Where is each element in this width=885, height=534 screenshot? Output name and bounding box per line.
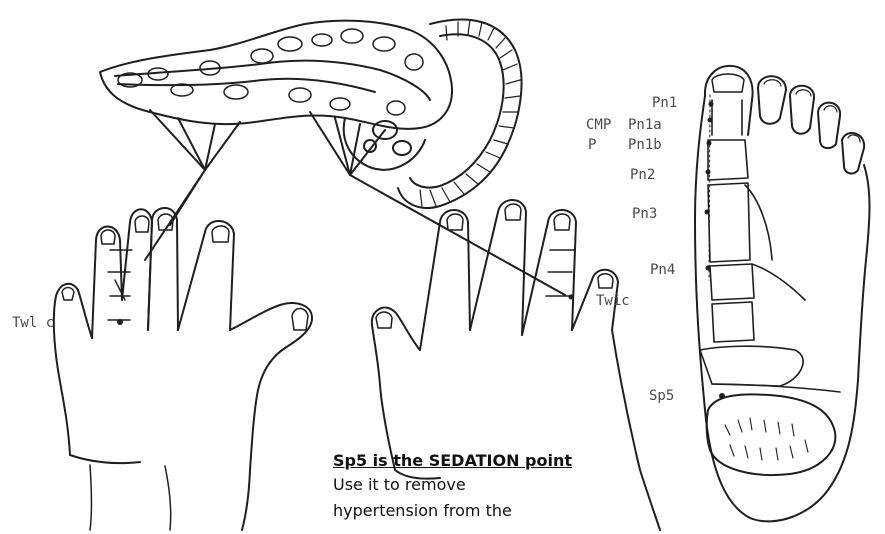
foot-illustration xyxy=(695,66,870,521)
label-pn1a: Pn1a xyxy=(628,118,662,132)
note-heading: Sp5 is the SEDATION point xyxy=(333,450,663,472)
label-pn3: Pn3 xyxy=(632,207,657,221)
note-line-2: hypertension from the xyxy=(333,498,663,524)
label-twic: Twic xyxy=(596,294,630,308)
left-hand-illustration xyxy=(54,208,312,530)
label-sp5: Sp5 xyxy=(649,389,674,403)
pancreas-organ-illustration xyxy=(100,20,565,295)
sedation-note: Sp5 is the SEDATION point Use it to remo… xyxy=(333,450,663,524)
label-cmp: CMP xyxy=(586,118,611,132)
label-p: P xyxy=(588,138,596,152)
label-pn2: Pn2 xyxy=(630,168,655,182)
label-twlc: Twl c xyxy=(12,316,54,330)
label-pn4: Pn4 xyxy=(650,263,675,277)
label-pn1b: Pn1b xyxy=(628,138,662,152)
note-line-1: Use it to remove xyxy=(333,472,663,498)
label-pn1: Pn1 xyxy=(652,96,677,110)
